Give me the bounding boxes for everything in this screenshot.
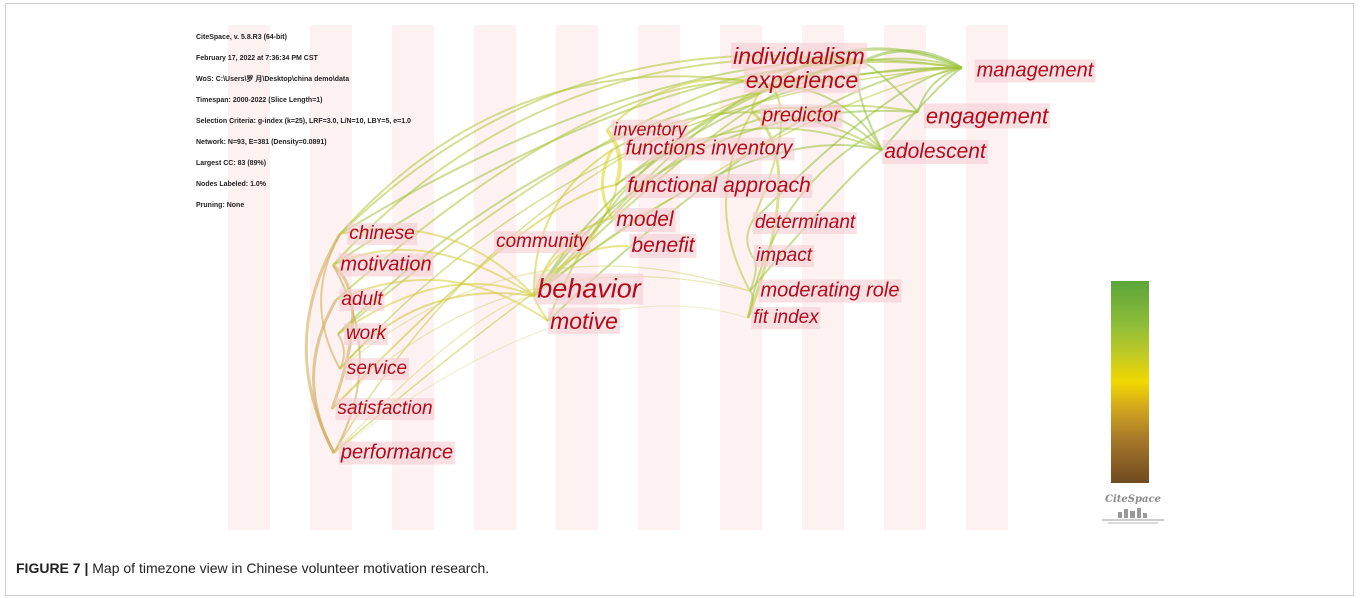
caption-text: Map of timezone view in Chinese voluntee… [88,560,490,576]
logo-text: CiteSpace [1105,494,1161,505]
time-color-legend [1111,281,1149,483]
keyword-determinant: determinant [752,212,858,234]
info-line: Nodes Labeled: 1.0% [196,181,267,188]
keyword-adolescent: adolescent [882,139,988,165]
citespace-logo: CiteSpace [1098,494,1168,526]
link-curve [320,233,341,370]
keyword-management: management [974,59,1096,83]
keyword-work: work [343,323,389,345]
caption-label: FIGURE 7 | [16,560,89,576]
keyword-fit-index: fit index [751,307,821,329]
keyword-community: community [494,231,590,253]
keyword-engagement: engagement [923,103,1051,129]
link-curve [615,127,883,186]
info-line: Largest CC: 83 (89%) [196,160,267,167]
keyword-benefit: benefit [629,233,697,259]
link-curve [312,299,338,454]
link-curve [749,255,757,292]
link-curve [746,221,753,257]
keyword-adult: adult [339,289,385,311]
info-line: February 17, 2022 at 7:36:34 PM CST [196,55,318,62]
keyword-functional-approach: functional approach [625,173,813,199]
link-curve [337,282,535,335]
keyword-moderating-role: moderating role [758,279,902,303]
keyword-motivation: motivation [338,253,434,277]
timezone-map: CiteSpace, v. 5.8.R3 (64-bit) February 1… [196,20,1168,530]
link-curve [332,60,963,266]
keyword-behavior: behavior [535,273,643,305]
info-line: WoS: C:\Users\罗 月\Desktop\china demo\dat… [196,76,350,83]
info-line: Selection Criteria: g-index (k=25), LRF=… [196,118,411,125]
keyword-inventory: inventory [611,119,689,141]
info-line: Timespan: 2000-2022 (Slice Length=1) [196,97,323,104]
link-curve [589,184,618,241]
link-curve [339,265,751,370]
keyword-service: service [344,358,410,380]
info-line: Pruning: None [196,202,245,209]
timezone-band [228,25,270,530]
keyword-model: model [614,207,676,233]
keyword-individualism: individualism [731,42,867,70]
info-line: CiteSpace, v. 5.8.R3 (64-bit) [196,34,287,41]
keyword-performance: performance [338,441,456,465]
keyword-impact: impact [754,245,814,267]
logo-skyline-icon [1102,508,1164,524]
keyword-predictor: predictor [760,104,842,128]
keyword-chinese: chinese [347,223,417,245]
keyword-motive: motive [548,307,620,335]
figure-caption: FIGURE 7 | Map of timezone view in Chine… [16,560,489,576]
citespace-info-block: CiteSpace, v. 5.8.R3 (64-bit) February 1… [196,20,411,223]
keyword-experience: experience [743,66,861,94]
link-curve [339,58,963,235]
keyword-satisfaction: satisfaction [335,398,435,420]
link-curve [339,75,771,235]
link-curve [337,333,345,370]
link-curve [724,111,753,292]
keyword-functions-inventory: functions inventory [623,137,795,161]
info-line: Network: N=93, E=381 (Density=0.0891) [196,139,327,146]
link-curve [881,67,963,151]
